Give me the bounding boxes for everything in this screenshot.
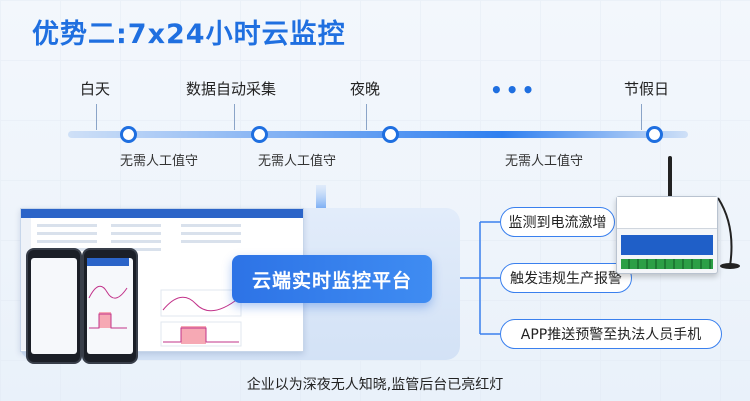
monitoring-device bbox=[616, 196, 718, 274]
phone-app-1 bbox=[26, 248, 82, 364]
timeline-label-night: 夜晚 bbox=[350, 80, 381, 98]
antenna-icon bbox=[717, 197, 740, 269]
timeline-bar bbox=[68, 131, 688, 138]
page-title: 优势二:7x24小时云监控 bbox=[32, 19, 346, 50]
feature-current-surge: 监测到电流激增 bbox=[500, 207, 615, 237]
cloud-platform-label: 云端实时监控平台 bbox=[232, 255, 432, 303]
timeline-tick bbox=[366, 104, 367, 130]
unattended-label: 无需人工值守 bbox=[258, 154, 337, 169]
phone-chart bbox=[87, 258, 129, 329]
device-label bbox=[617, 197, 717, 229]
timeline-label-holiday: 节假日 bbox=[624, 80, 670, 98]
timeline-label-daytime: 白天 bbox=[80, 80, 111, 98]
timeline-node bbox=[251, 126, 268, 143]
timeline-node bbox=[120, 126, 137, 143]
phone-app-2 bbox=[82, 248, 138, 364]
timeline-tick bbox=[234, 104, 235, 130]
timeline-node bbox=[646, 126, 663, 143]
unattended-label: 无需人工值守 bbox=[120, 154, 199, 169]
dashboard-header bbox=[21, 209, 303, 218]
timeline-ellipsis: ••• bbox=[490, 78, 538, 102]
timeline-label-auto-collect: 数据自动采集 bbox=[186, 80, 277, 98]
antenna-icon bbox=[668, 156, 672, 198]
timeline-node bbox=[382, 126, 399, 143]
unattended-label: 无需人工值守 bbox=[505, 154, 584, 169]
timeline-tick bbox=[96, 104, 97, 130]
feature-violation-alarm: 触发违规生产报警 bbox=[500, 263, 632, 293]
connector-bracket bbox=[460, 221, 500, 335]
bottom-caption: 企业以为深夜无人知晓,监管后台已亮红灯 bbox=[246, 377, 504, 393]
feature-app-push: APP推送预警至执法人员手机 bbox=[500, 319, 722, 349]
timeline-tick bbox=[641, 104, 642, 130]
